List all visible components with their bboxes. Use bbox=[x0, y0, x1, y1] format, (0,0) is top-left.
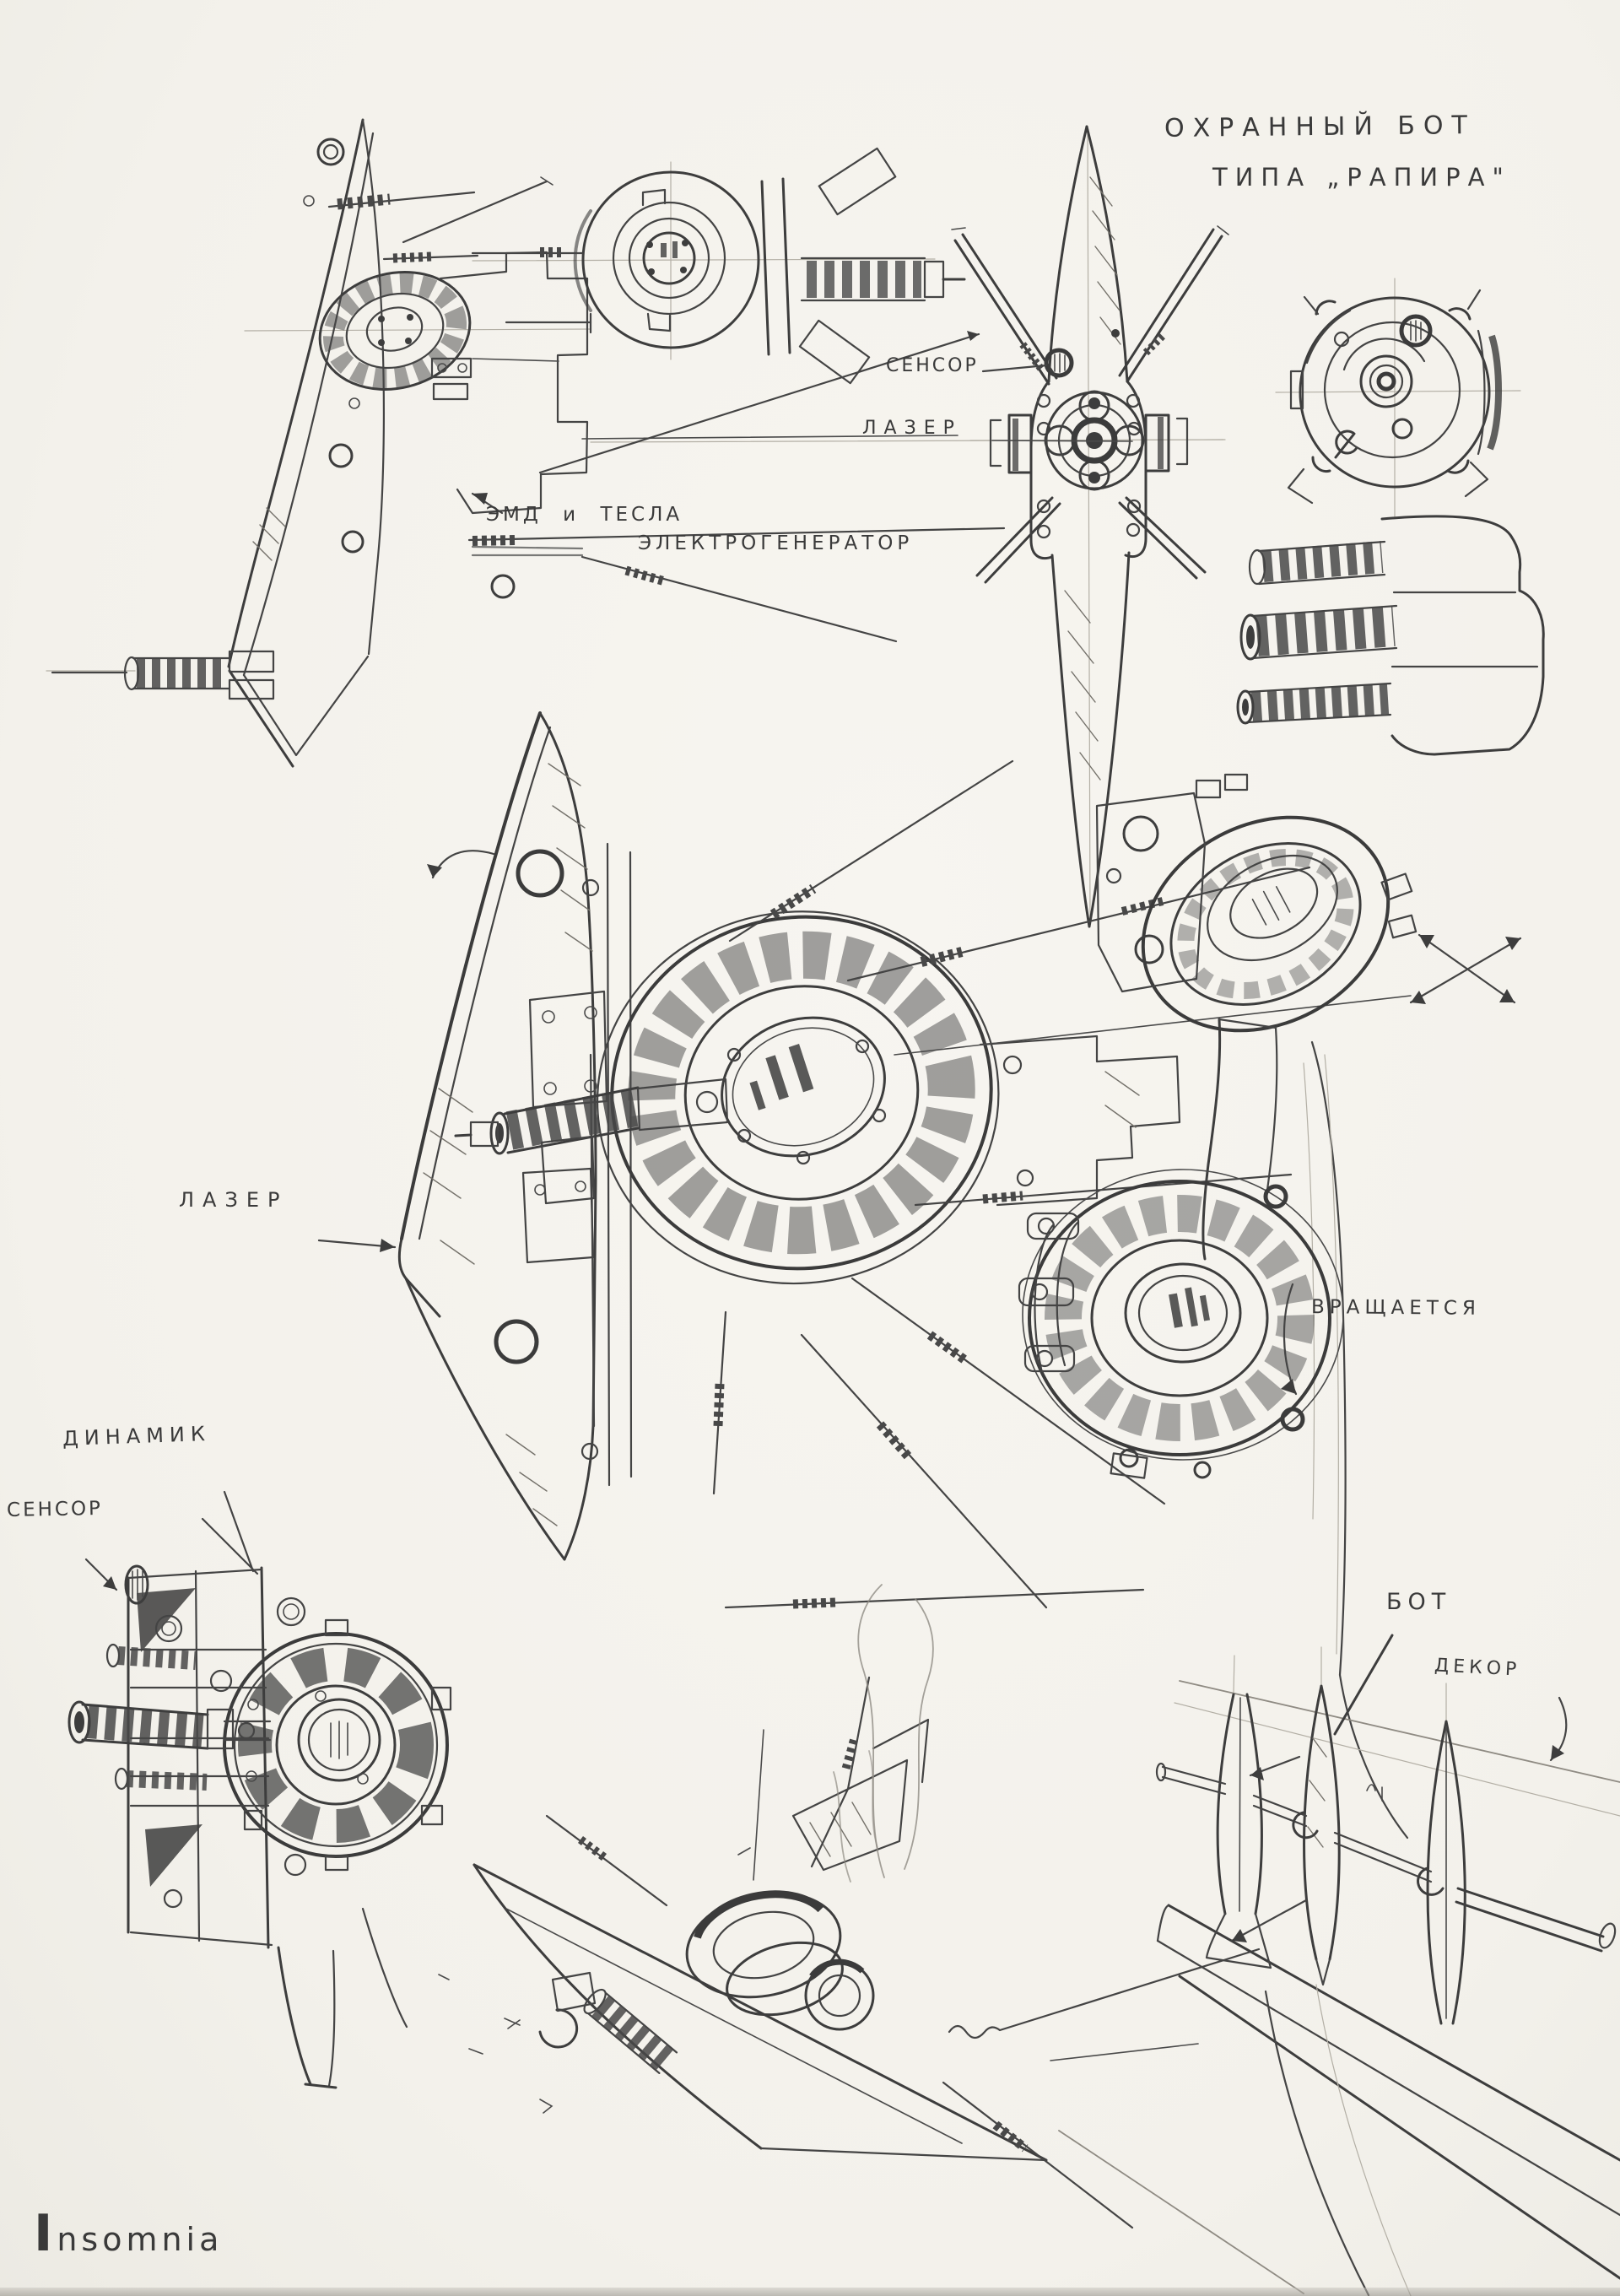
label-bot: БОТ bbox=[1386, 1589, 1452, 1615]
label-electrogenerator: ЭЛЕКТРОГЕНЕРАТОР bbox=[638, 532, 914, 554]
view-wall-decor bbox=[1058, 1634, 1620, 2296]
title-line1: ОХРАННЫЙ БОТ bbox=[1164, 111, 1477, 143]
view-front bbox=[951, 125, 1229, 928]
view-perspective-bottom-left bbox=[68, 1490, 452, 2089]
view-gimbal-detail bbox=[1018, 773, 1522, 1840]
label-laser-front: ЛАЗЕР bbox=[862, 418, 962, 439]
label-sensor-left: СЕНСОР bbox=[6, 1498, 104, 1521]
view-top bbox=[471, 147, 966, 385]
label-sensor-top: СЕНСОР bbox=[886, 355, 979, 376]
scan-edge-shadow bbox=[0, 2288, 1620, 2296]
label-laser-side: ЛАЗЕР bbox=[179, 1188, 289, 1212]
label-leaders bbox=[317, 492, 584, 1252]
view-perspective-center bbox=[397, 711, 1412, 1609]
label-decor: ДЕКОР bbox=[1434, 1655, 1521, 1681]
view-side-top-left bbox=[51, 118, 1006, 768]
view-crashed-bot bbox=[438, 1584, 1261, 2229]
title-line2: ТИПА „РАПИРА" bbox=[1212, 163, 1511, 192]
view-hub-face bbox=[1287, 289, 1502, 505]
label-rotates: ВРАЩАЕТСЯ bbox=[1310, 1296, 1482, 1320]
label-emd-tesla: ЭМД и ТЕСЛА bbox=[486, 504, 683, 526]
view-cylinder-detail bbox=[1236, 515, 1545, 756]
artist-signature: Insomnia bbox=[34, 2204, 224, 2263]
construction-lines bbox=[46, 126, 1521, 925]
